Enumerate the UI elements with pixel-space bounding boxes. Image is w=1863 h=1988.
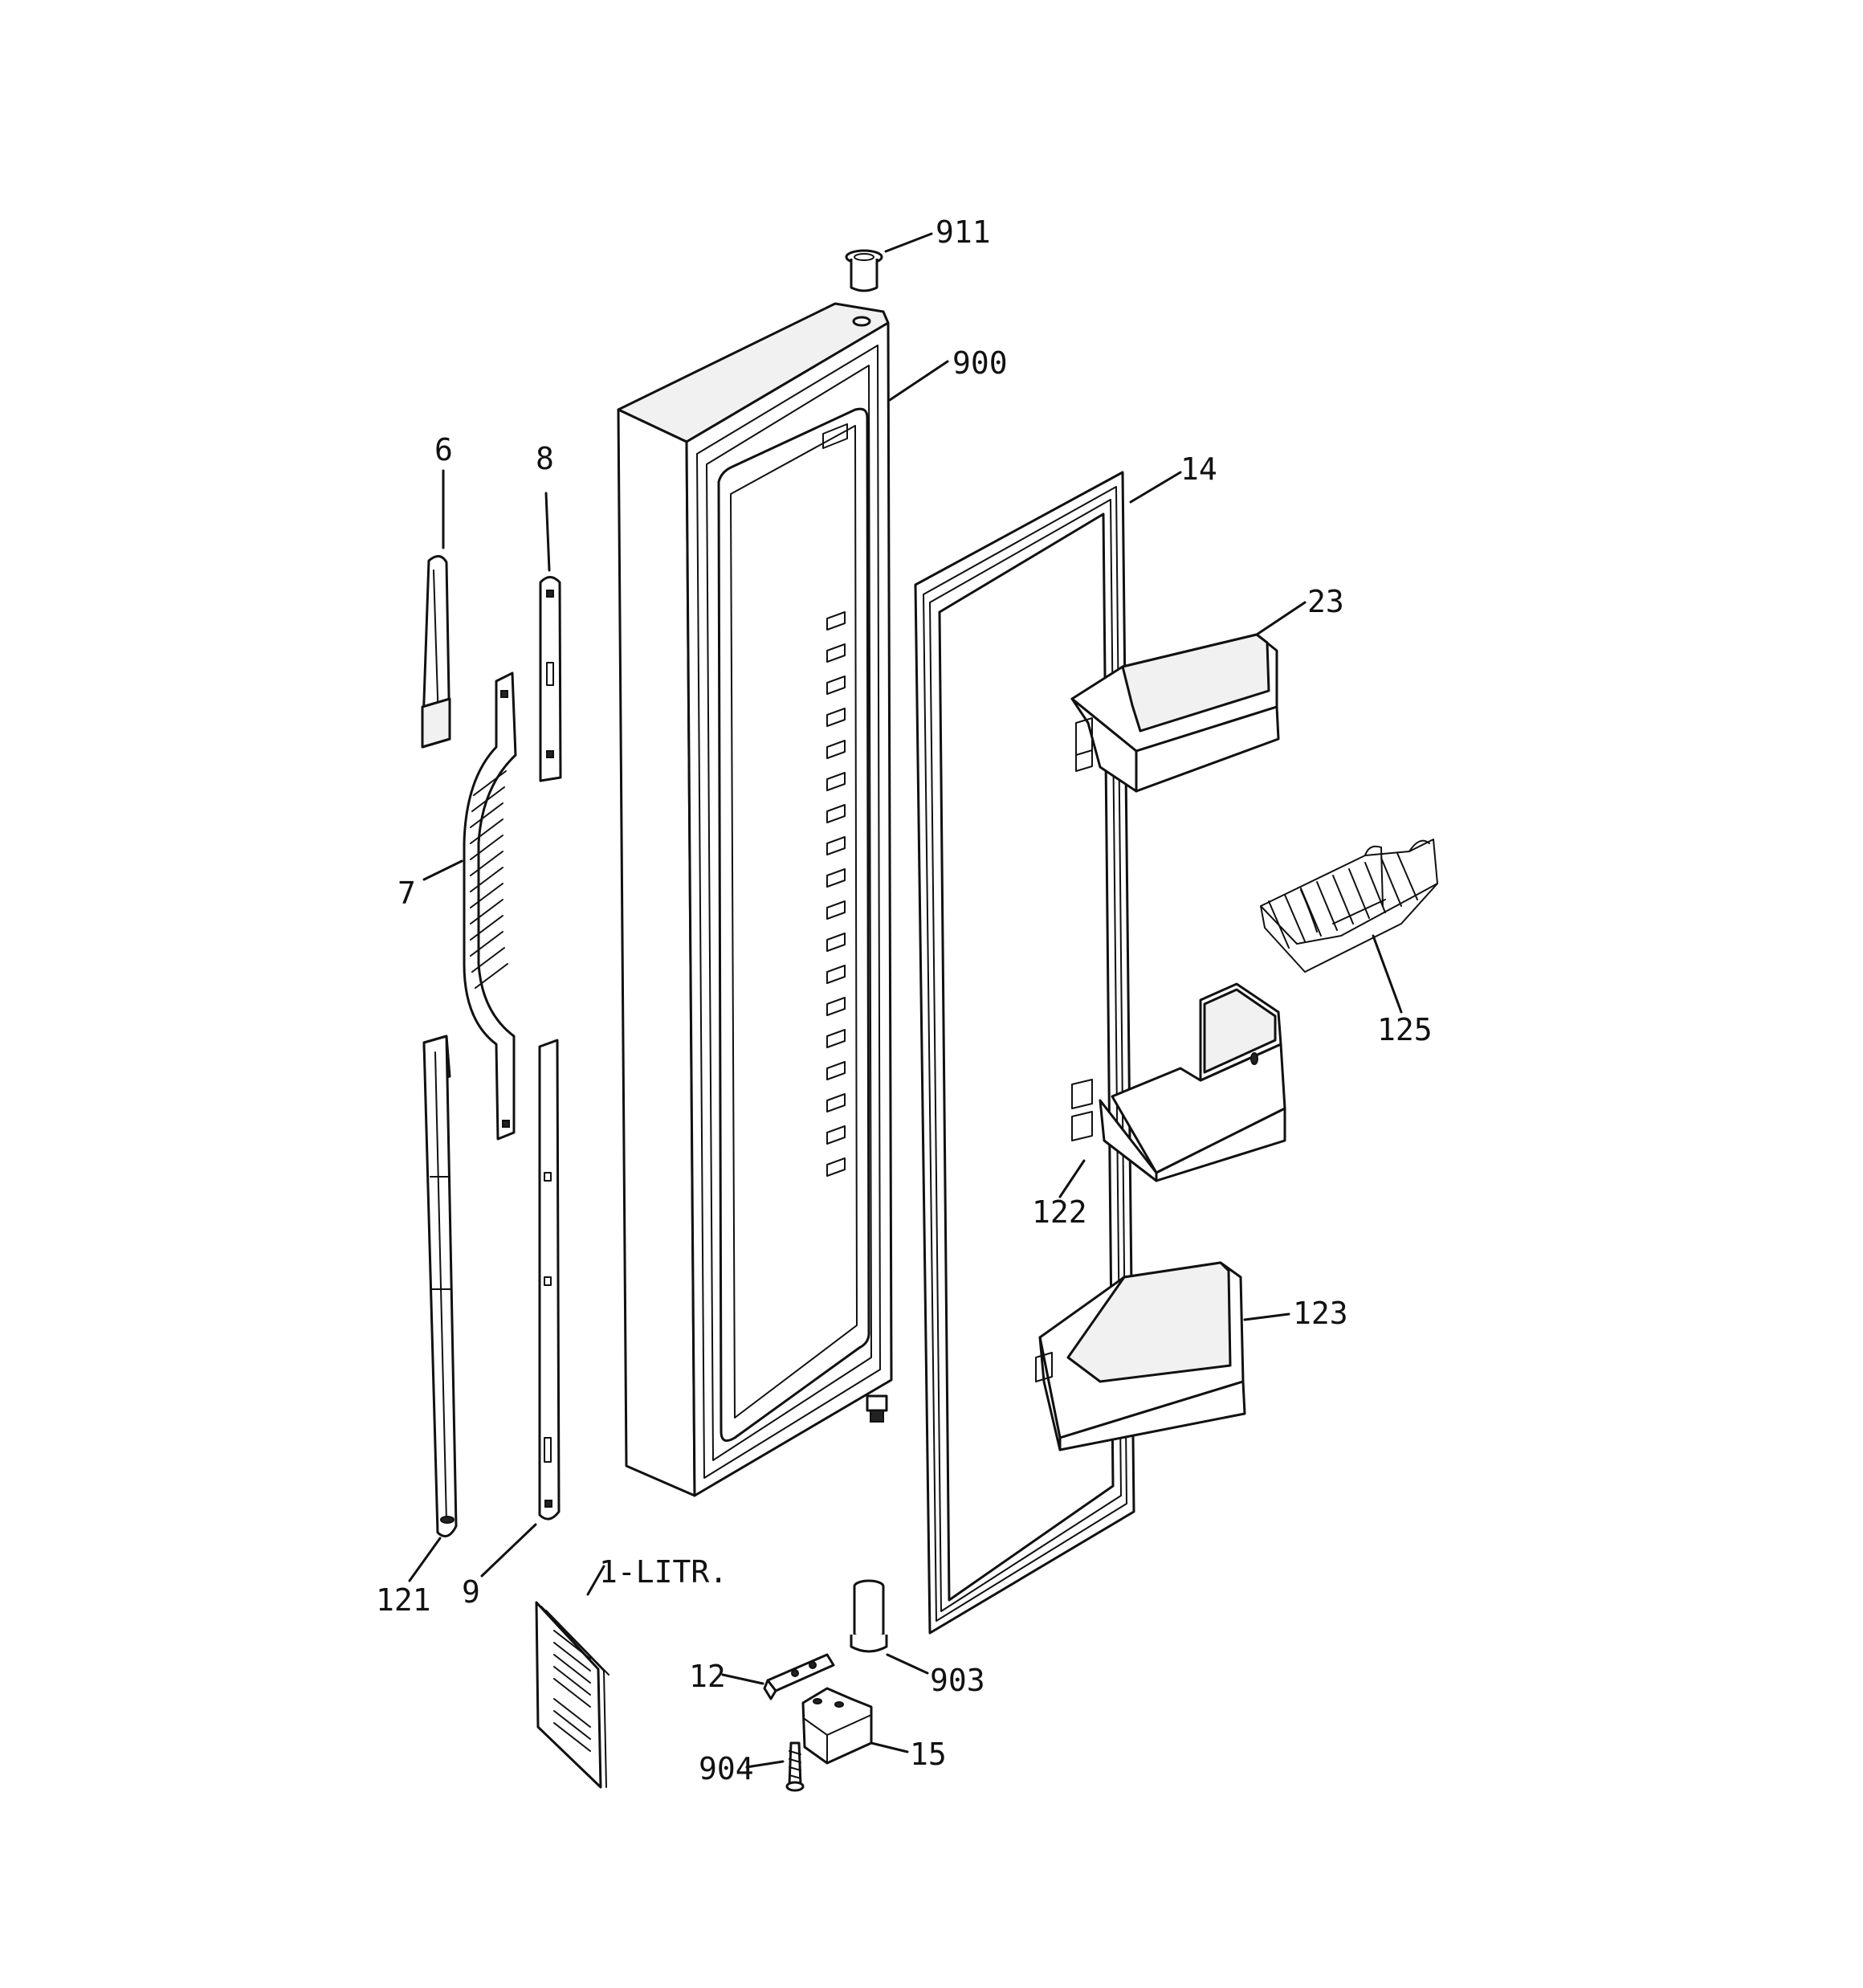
label-1-litr: 1-LITR. [599,1554,728,1590]
label-121: 121 [376,1582,431,1618]
label-123: 123 [1293,1296,1348,1331]
part-8-upper-handle-strip [539,576,562,782]
callout-labels: 911 900 14 6 8 23 7 125 122 123 121 9 1-… [376,214,1433,1786]
label-903: 903 [930,1663,985,1698]
part-6-handle-end-cap [421,555,451,749]
label-8: 8 [536,441,554,476]
door-shelf-tabs [826,611,846,1177]
part-123-door-bin [1035,1261,1246,1451]
part-15-bottom-hinge [801,1687,873,1765]
label-9: 9 [462,1574,480,1610]
label-14: 14 [1180,451,1217,487]
part-7-handle [463,672,517,1141]
part-911-hinge-bushing [845,249,883,292]
label-125: 125 [1377,1012,1433,1047]
label-15: 15 [910,1737,947,1772]
label-911: 911 [936,214,991,250]
part-9-lower-handle-strip [538,1039,561,1521]
label-6: 6 [434,432,453,467]
label-12: 12 [689,1659,726,1694]
part-125-wire-basket [1260,839,1438,973]
part-122-door-bin [1071,982,1286,1182]
leader-lines [408,232,1403,1769]
label-23: 23 [1307,584,1344,619]
label-904: 904 [699,1751,754,1786]
part-12-bracket [763,1653,835,1700]
part-121-lower-handle-trim [422,1035,458,1537]
part-904-screw [785,1741,805,1792]
part-900-door-assembly [617,302,893,1497]
part-1-litr-literature [535,1601,609,1789]
part-903-hinge-pin [850,1579,888,1653]
label-122: 122 [1032,1194,1087,1230]
label-900: 900 [952,345,1008,381]
part-14-door-gasket [914,471,1135,1635]
part-23-door-bin [1070,633,1280,793]
label-7: 7 [397,876,416,911]
